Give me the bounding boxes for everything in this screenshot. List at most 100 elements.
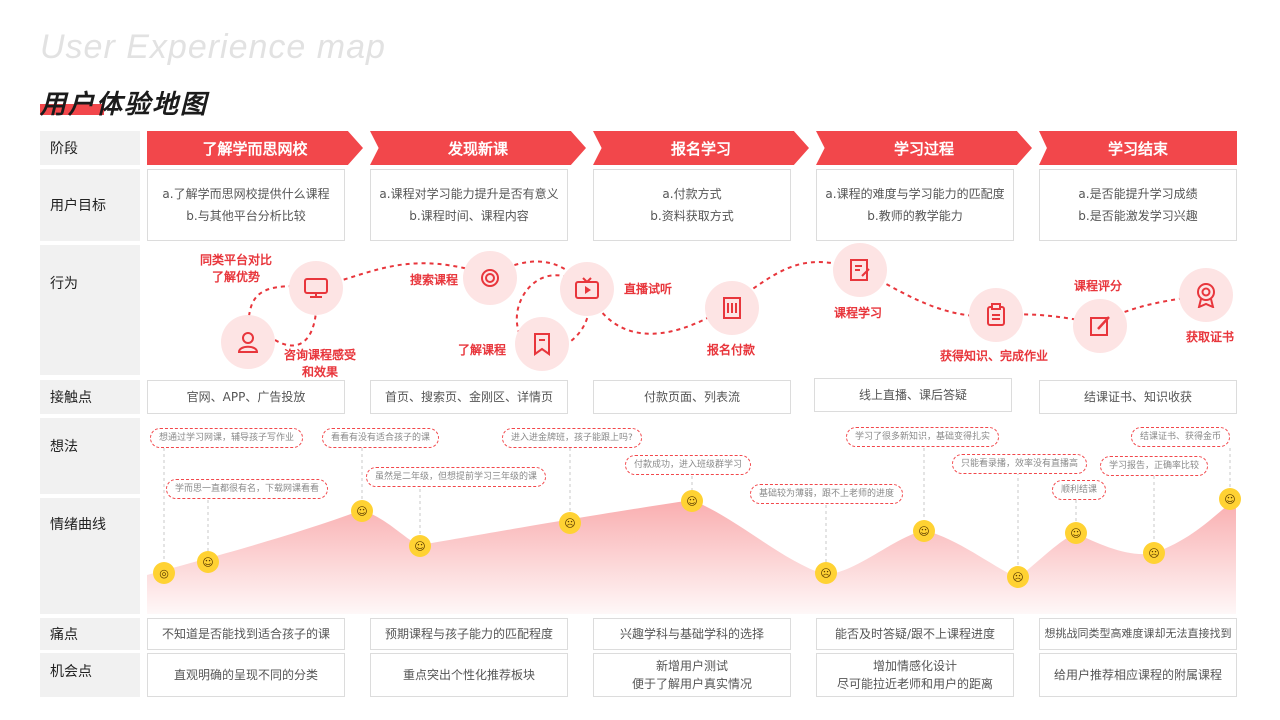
clipboard-icon (969, 288, 1023, 342)
receipt-icon (705, 281, 759, 335)
laughing-face-icon: ☺ (1219, 488, 1241, 510)
page-title: 用户体验地图 (40, 90, 209, 120)
touchpoint-box: 付款页面、列表流 (593, 380, 791, 414)
badge-icon (1179, 268, 1233, 322)
behavior-label: 咨询课程感受 和效果 (284, 348, 357, 379)
row-label-goal: 用户目标 (40, 169, 140, 241)
touchpoint-box: 线上直播、课后答疑 (814, 378, 1012, 412)
thought-connectors (163, 448, 1231, 568)
opportunity-box: 给用户推荐相应课程的附属课程 (1039, 653, 1237, 697)
behavior-label: 了解课程 (458, 343, 507, 357)
search-icon (463, 251, 517, 305)
thought-bubble: 顺利结课 (1052, 480, 1107, 500)
user-icon (221, 315, 275, 369)
pencil-icon (1073, 299, 1127, 353)
emotion-area (147, 498, 1236, 614)
row-label-touchpoint: 接触点 (40, 380, 140, 414)
row-label-opportunity: 机会点 (40, 653, 140, 697)
goal-text: b.课程时间、课程内容 (409, 209, 529, 223)
opportunity-text: 新增用户测试 (655, 659, 728, 673)
touchpoint-box: 结课证书、知识收获 (1039, 380, 1237, 414)
behavior-label: 报名付款 (707, 343, 756, 357)
nerd-face-icon: ◎ (153, 562, 175, 584)
thought-bubble: 看看有没有适合孩子的课 (322, 428, 440, 448)
pain-box: 预期课程与孩子能力的匹配程度 (370, 618, 568, 650)
opportunity-text: 增加情感化设计 (872, 659, 957, 673)
thought-bubble: 进入进金牌班，孩子能跟上吗? (502, 428, 642, 448)
thought-bubble: 结课证书、获得金币 (1131, 427, 1231, 447)
smiling-face-icon: ☺ (197, 551, 219, 573)
stage-header: 学习结束 (1039, 131, 1237, 165)
behavior-label: 搜索课程 (410, 273, 459, 287)
stage-header: 报名学习 (593, 131, 809, 165)
title-mark (40, 104, 104, 115)
goal-box: a.是否能提升学习成绩 b.是否能激发学习兴趣 (1039, 169, 1237, 241)
goal-text: a.课程的难度与学习能力的匹配度 (825, 187, 1005, 201)
neutral-face-icon: ☺ (409, 535, 431, 557)
behavior-label: 获取证书 (1186, 330, 1235, 344)
bookmark-icon (515, 317, 569, 371)
thought-bubble: 虽然是二年级，但想提前学习三年级的课 (366, 467, 547, 487)
frowning-face-icon: ☹ (1143, 542, 1165, 564)
row-label-emotion: 情绪曲线 (40, 498, 140, 614)
goal-box: a.付款方式 b.资料获取方式 (593, 169, 791, 241)
tired-face-icon: ☹ (1007, 566, 1029, 588)
edit-note-icon (833, 243, 887, 297)
touchpoint-box: 首页、搜索页、金刚区、详情页 (370, 380, 568, 414)
opportunity-box: 直观明确的呈现不同的分类 (147, 653, 345, 697)
thought-bubble: 想通过学习网课，辅导孩子写作业 (150, 428, 304, 448)
goal-text: a.付款方式 (662, 187, 722, 201)
opportunity-text: 给用户推荐相应课程的附属课程 (1053, 668, 1222, 682)
behavior-label: 同类平台对比 了解优势 (200, 253, 273, 284)
stage-header: 了解学而思网校 (147, 131, 363, 165)
title-en: User Experience map (40, 28, 386, 66)
thought-bubble: 学习报告，正确率比较 (1100, 456, 1209, 476)
row-label-stage: 阶段 (40, 131, 140, 165)
goal-box: a.了解学而思网校提供什么课程 b.与其他平台分析比较 (147, 169, 345, 241)
pain-box: 不知道是否能找到适合孩子的课 (147, 618, 345, 650)
opportunity-box: 重点突出个性化推荐板块 (370, 653, 568, 697)
thought-bubble: 基础较为薄弱，跟不上老师的进度 (750, 484, 904, 504)
goal-text: a.了解学而思网校提供什么课程 (162, 187, 330, 201)
pain-box: 能否及时答疑/跟不上课程进度 (816, 618, 1014, 650)
stage-header: 学习过程 (816, 131, 1032, 165)
stage-header: 发现新课 (370, 131, 586, 165)
thought-bubble: 付款成功，进入班级群学习 (625, 455, 752, 475)
goal-text: b.资料获取方式 (650, 209, 734, 223)
monitor-icon (289, 261, 343, 315)
goal-text: b.与其他平台分析比较 (186, 209, 306, 223)
thought-bubble: 学而思一直都很有名，下载网课看看 (166, 479, 329, 499)
goal-text: a.课程对学习能力提升是否有意义 (379, 187, 559, 201)
goal-text: b.是否能激发学习兴趣 (1078, 209, 1198, 223)
goal-text: b.教师的教学能力 (867, 209, 963, 223)
opportunity-text: 便于了解用户真实情况 (631, 677, 752, 691)
behavior-label: 课程学习 (834, 306, 883, 320)
goal-box: a.课程对学习能力提升是否有意义 b.课程时间、课程内容 (370, 169, 568, 241)
behavior-label: 获得知识、完成作业 (940, 349, 1049, 363)
smiling-face-icon: ☺ (1065, 522, 1087, 544)
opportunity-box: 增加情感化设计 尽可能拉近老师和用户的距离 (816, 653, 1014, 697)
pain-box: 想挑战同类型高难度课却无法直接找到 (1039, 618, 1237, 650)
row-label-pain: 痛点 (40, 618, 140, 650)
goal-text: a.是否能提升学习成绩 (1078, 187, 1198, 201)
behavior-label: 直播试听 (624, 282, 673, 296)
opportunity-text: 重点突出个性化推荐板块 (402, 668, 535, 682)
opportunity-text: 直观明确的呈现不同的分类 (173, 668, 318, 682)
worried-face-icon: ☹ (559, 512, 581, 534)
behavior-label: 课程评分 (1074, 279, 1123, 293)
row-label-thoughts: 想法 (40, 418, 140, 494)
pain-box: 兴趣学科与基础学科的选择 (593, 618, 791, 650)
goal-box: a.课程的难度与学习能力的匹配度 b.教师的教学能力 (816, 169, 1014, 241)
tv-play-icon (560, 262, 614, 316)
happy-face-icon: ☺ (681, 490, 703, 512)
winking-face-icon: ☺ (351, 500, 373, 522)
row-label-behavior: 行为 (40, 245, 140, 375)
confounded-face-icon: ☹ (815, 562, 837, 584)
opportunity-box: 新增用户测试 便于了解用户真实情况 (593, 653, 791, 697)
touchpoint-box: 官网、APP、广告投放 (147, 380, 345, 414)
thought-bubble: 学习了很多新知识，基础变得扎实 (846, 427, 1000, 447)
opportunity-text: 尽可能拉近老师和用户的距离 (836, 677, 993, 691)
thought-bubble: 只能看录播，效率没有直播高 (952, 454, 1088, 474)
grinning-face-icon: ☺ (913, 520, 935, 542)
